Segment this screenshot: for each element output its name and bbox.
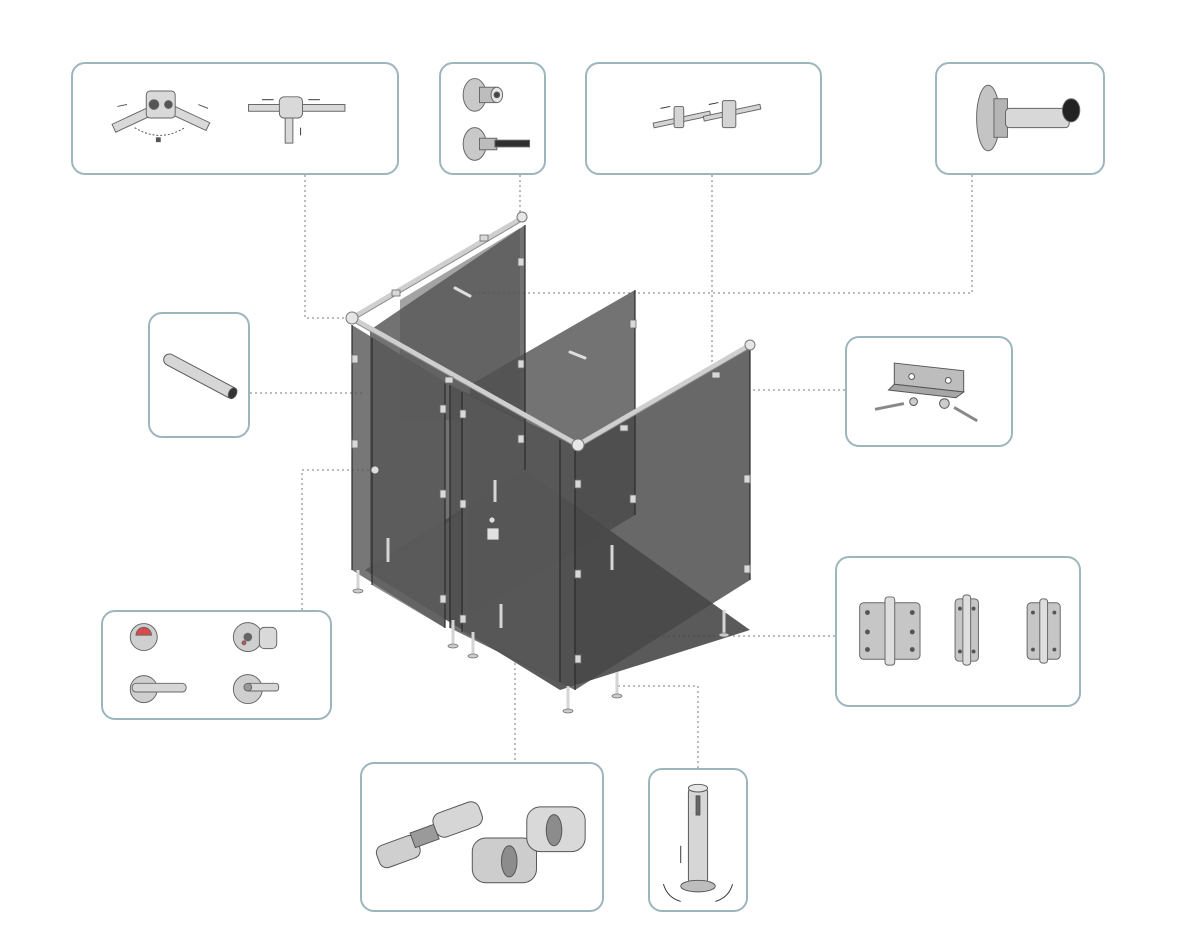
- tube-rail-icon: [163, 353, 238, 400]
- adjustable-leg-icon: [662, 783, 734, 902]
- leader-indicator-locks: [301, 469, 372, 610]
- callout-door-hinges: [835, 556, 1081, 707]
- rail-clamp-icon: [652, 100, 762, 129]
- callout-angle-bracket: [845, 336, 1013, 447]
- rail-connector-icon: [111, 90, 346, 144]
- callout-rail-clamps: [585, 62, 822, 175]
- callout-door-knobs: [360, 762, 604, 912]
- wall-flange-icon: [462, 78, 531, 161]
- callout-indicator-locks: [101, 610, 332, 720]
- right-side-panel: [575, 345, 750, 690]
- back-panel-inner: [400, 228, 520, 420]
- front-door-right: [462, 392, 560, 682]
- callout-wall-mount-post: [935, 62, 1105, 175]
- leader-adjustable-leg: [618, 685, 699, 768]
- indicator-lock-icon: [129, 622, 280, 705]
- callout-tube-rail: [148, 312, 250, 438]
- front-door-left: [372, 338, 445, 628]
- door-knob-icon: [375, 801, 586, 884]
- wall-mount-post-icon: [976, 84, 1081, 152]
- callout-wall-flange: [439, 62, 546, 175]
- door-hinge-icon: [859, 594, 1061, 666]
- callout-rail-connectors: [71, 62, 399, 175]
- angle-bracket-icon: [874, 362, 978, 423]
- callout-adjustable-leg: [648, 768, 748, 912]
